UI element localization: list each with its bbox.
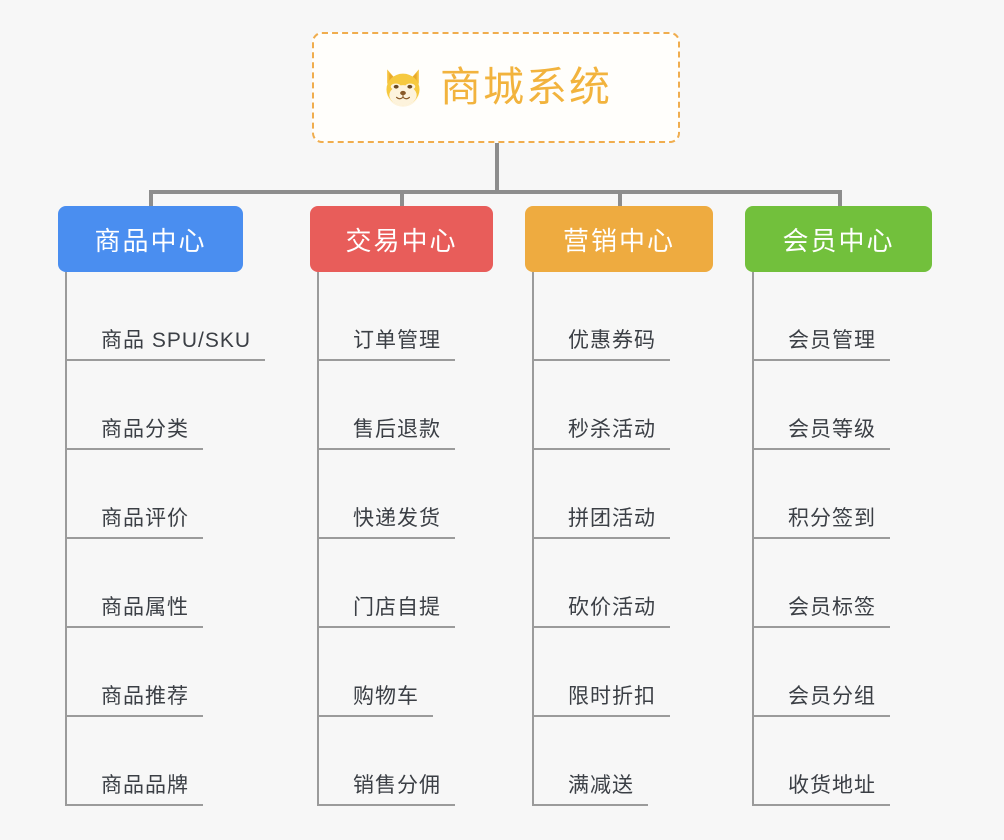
category-header-member-center[interactable]: 会员中心 bbox=[745, 206, 932, 272]
category-header-marketing-center[interactable]: 营销中心 bbox=[525, 206, 713, 272]
leaf-label: 限时折扣 bbox=[534, 685, 670, 717]
leaf-label: 商品分类 bbox=[67, 418, 203, 450]
leaf-label: 商品 SPU/SKU bbox=[67, 329, 266, 361]
leaf-rail bbox=[65, 272, 67, 806]
leaf-rail bbox=[752, 272, 754, 806]
leaf-item[interactable]: 商品属性 bbox=[58, 539, 243, 628]
leaf-item[interactable]: 拼团活动 bbox=[525, 450, 713, 539]
leaf-label: 秒杀活动 bbox=[534, 418, 670, 450]
leaf-item[interactable]: 售后退款 bbox=[310, 361, 493, 450]
leaf-item[interactable]: 商品分类 bbox=[58, 361, 243, 450]
leaf-item[interactable]: 积分签到 bbox=[745, 450, 932, 539]
leaf-item[interactable]: 秒杀活动 bbox=[525, 361, 713, 450]
leaf-label: 会员管理 bbox=[754, 329, 890, 361]
leaf-label: 收货地址 bbox=[754, 774, 890, 806]
root-title: 商城系统 bbox=[440, 64, 612, 110]
leaf-label: 商品品牌 bbox=[67, 774, 203, 806]
leaf-item[interactable]: 门店自提 bbox=[310, 539, 493, 628]
shiba-dog-face-icon bbox=[380, 65, 426, 111]
leaf-label: 销售分佣 bbox=[319, 774, 455, 806]
category-header-product-center[interactable]: 商品中心 bbox=[58, 206, 243, 272]
connector-root-stem bbox=[495, 143, 499, 193]
connector-drop-4 bbox=[838, 190, 842, 215]
root-node[interactable]: 商城系统 bbox=[312, 32, 680, 143]
branch-column-product-center: 商品中心 商品 SPU/SKU 商品分类 商品评价 商品属性 商品推荐 商品品牌 bbox=[58, 206, 266, 806]
leaf-label: 拼团活动 bbox=[534, 507, 670, 539]
leaf-label: 购物车 bbox=[319, 685, 433, 717]
leaf-label: 商品推荐 bbox=[67, 685, 203, 717]
leaf-label: 会员等级 bbox=[754, 418, 890, 450]
leaf-list: 优惠券码 秒杀活动 拼团活动 砍价活动 限时折扣 满减送 bbox=[525, 272, 713, 806]
category-label: 交易中心 bbox=[345, 225, 458, 256]
branch-column-marketing-center: 营销中心 优惠券码 秒杀活动 拼团活动 砍价活动 限时折扣 满减送 bbox=[525, 206, 713, 806]
leaf-item[interactable]: 优惠券码 bbox=[525, 272, 713, 361]
leaf-label: 积分签到 bbox=[754, 507, 890, 539]
category-label: 商品中心 bbox=[94, 225, 207, 256]
category-label: 会员中心 bbox=[782, 225, 895, 256]
category-label: 营销中心 bbox=[562, 225, 675, 256]
branch-column-trade-center: 交易中心 订单管理 售后退款 快递发货 门店自提 购物车 销售分佣 bbox=[310, 206, 493, 806]
leaf-item[interactable]: 购物车 bbox=[310, 628, 493, 717]
leaf-label: 售后退款 bbox=[319, 418, 455, 450]
leaf-item[interactable]: 商品品牌 bbox=[58, 717, 243, 806]
leaf-rail bbox=[532, 272, 534, 806]
connector-horizontal-bus bbox=[149, 190, 842, 194]
leaf-item[interactable]: 销售分佣 bbox=[310, 717, 493, 806]
connector-drop-3 bbox=[618, 190, 622, 215]
connector-drop-1 bbox=[149, 190, 153, 215]
leaf-list: 商品 SPU/SKU 商品分类 商品评价 商品属性 商品推荐 商品品牌 bbox=[58, 272, 266, 806]
leaf-label: 门店自提 bbox=[319, 596, 455, 628]
leaf-item[interactable]: 会员管理 bbox=[745, 272, 932, 361]
leaf-item[interactable]: 商品推荐 bbox=[58, 628, 243, 717]
leaf-item[interactable]: 快递发货 bbox=[310, 450, 493, 539]
leaf-rail bbox=[317, 272, 319, 806]
leaf-label: 快递发货 bbox=[319, 507, 455, 539]
leaf-item[interactable]: 满减送 bbox=[525, 717, 713, 806]
leaf-item[interactable]: 会员标签 bbox=[745, 539, 932, 628]
leaf-item[interactable]: 商品 SPU/SKU bbox=[58, 272, 266, 361]
leaf-label: 砍价活动 bbox=[534, 596, 670, 628]
leaf-label: 订单管理 bbox=[319, 329, 455, 361]
leaf-label: 商品评价 bbox=[67, 507, 203, 539]
leaf-list: 订单管理 售后退款 快递发货 门店自提 购物车 销售分佣 bbox=[310, 272, 493, 806]
leaf-item[interactable]: 会员等级 bbox=[745, 361, 932, 450]
leaf-list: 会员管理 会员等级 积分签到 会员标签 会员分组 收货地址 bbox=[745, 272, 932, 806]
leaf-item[interactable]: 砍价活动 bbox=[525, 539, 713, 628]
leaf-item[interactable]: 订单管理 bbox=[310, 272, 493, 361]
leaf-item[interactable]: 商品评价 bbox=[58, 450, 243, 539]
category-header-trade-center[interactable]: 交易中心 bbox=[310, 206, 493, 272]
leaf-label: 会员标签 bbox=[754, 596, 890, 628]
leaf-label: 商品属性 bbox=[67, 596, 203, 628]
leaf-label: 满减送 bbox=[534, 774, 648, 806]
branch-column-member-center: 会员中心 会员管理 会员等级 积分签到 会员标签 会员分组 收货地址 bbox=[745, 206, 932, 806]
connector-drop-2 bbox=[400, 190, 404, 215]
leaf-label: 优惠券码 bbox=[534, 329, 670, 361]
leaf-label: 会员分组 bbox=[754, 685, 890, 717]
leaf-item[interactable]: 限时折扣 bbox=[525, 628, 713, 717]
leaf-item[interactable]: 会员分组 bbox=[745, 628, 932, 717]
leaf-item[interactable]: 收货地址 bbox=[745, 717, 932, 806]
